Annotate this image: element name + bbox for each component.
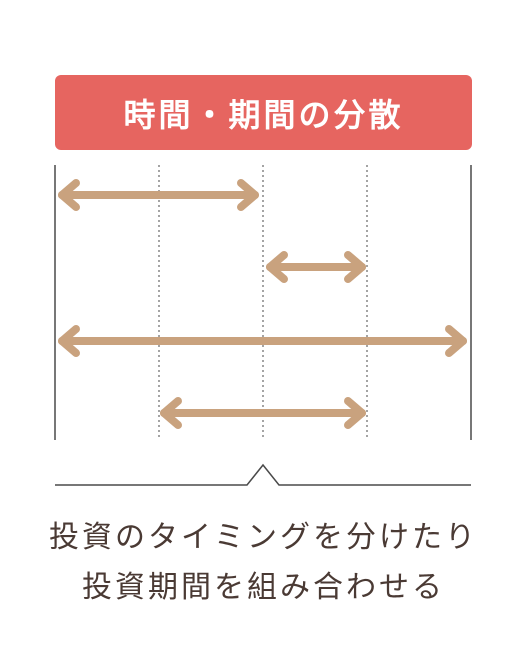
bracket-line [55, 463, 471, 486]
period-arrow-3 [58, 325, 467, 357]
period-arrow-1 [58, 179, 259, 211]
title-banner: 時間・期間の分散 [55, 75, 472, 150]
caption-line-1: 投資のタイミングを分けたり [49, 520, 478, 555]
period-arrow-2 [266, 251, 366, 283]
caption-line-2: 投資期間を組み合わせる [82, 570, 445, 605]
period-arrow-4 [160, 397, 366, 429]
title-text: 時間・期間の分散 [123, 95, 404, 134]
